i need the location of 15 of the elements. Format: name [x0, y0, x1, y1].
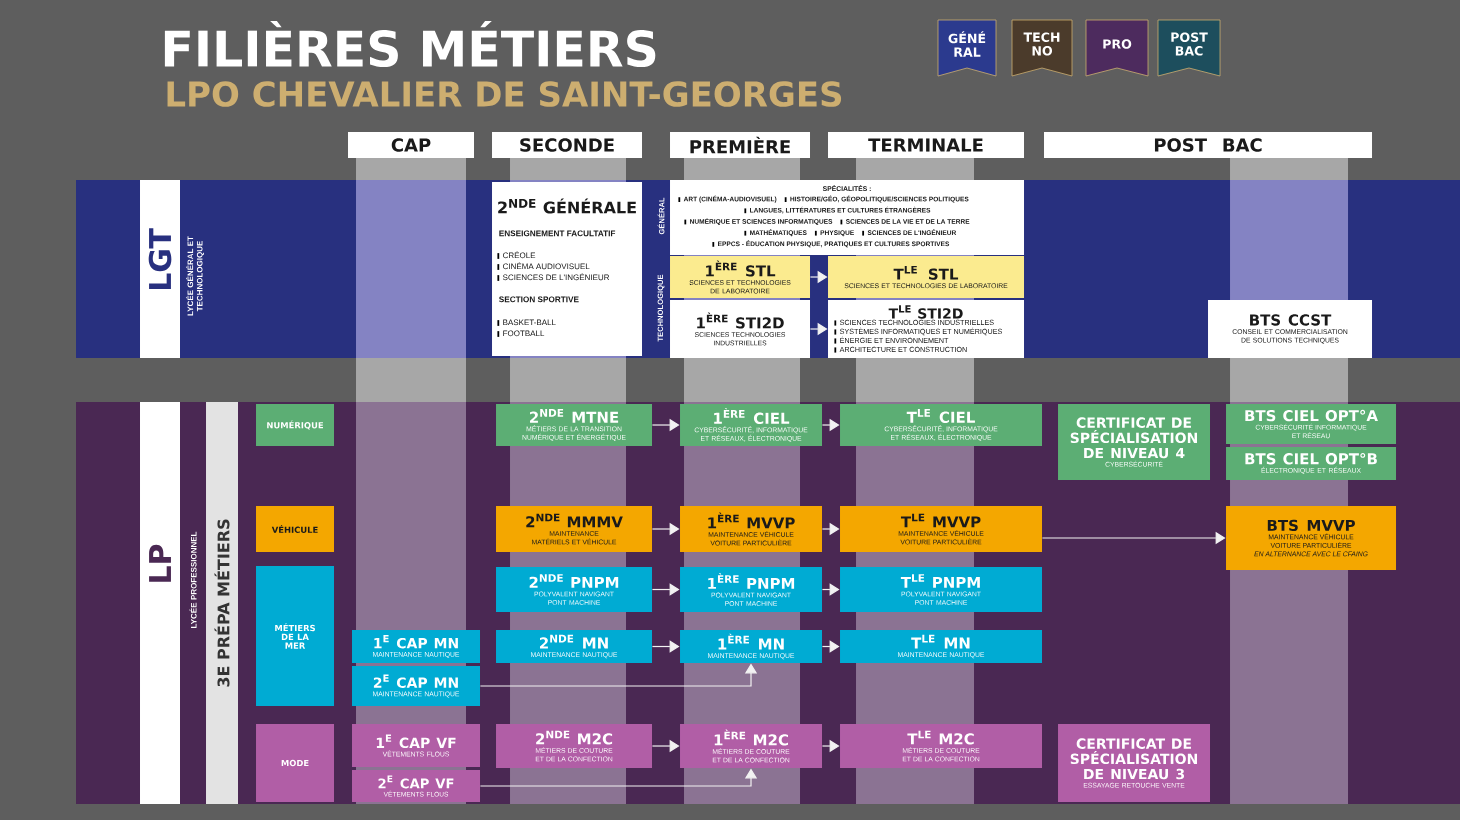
section-tab: LGT	[140, 180, 180, 358]
subtitle: LPO CHEVALIER DE SAINT-GEORGES	[167, 81, 842, 107]
column-header: SECONDE	[492, 132, 642, 158]
column-header: POST BAC	[1044, 132, 1372, 158]
column-header: TERMINALE	[828, 132, 1024, 158]
section-tab: LP	[140, 402, 180, 804]
panel-title: 2$^{NDE}$ GÉNÉRALE	[498, 198, 636, 214]
arrow	[821, 640, 840, 653]
column-header: PREMIÈRE	[670, 132, 810, 158]
title: FILIÈRES MÉTIERS	[164, 20, 656, 68]
arrow	[651, 583, 680, 596]
vertical-tab: 3E PRÉPA MÉTIERS	[206, 402, 238, 804]
arrow	[651, 640, 680, 653]
arrow	[821, 583, 840, 596]
column-header: CAP	[348, 132, 474, 158]
